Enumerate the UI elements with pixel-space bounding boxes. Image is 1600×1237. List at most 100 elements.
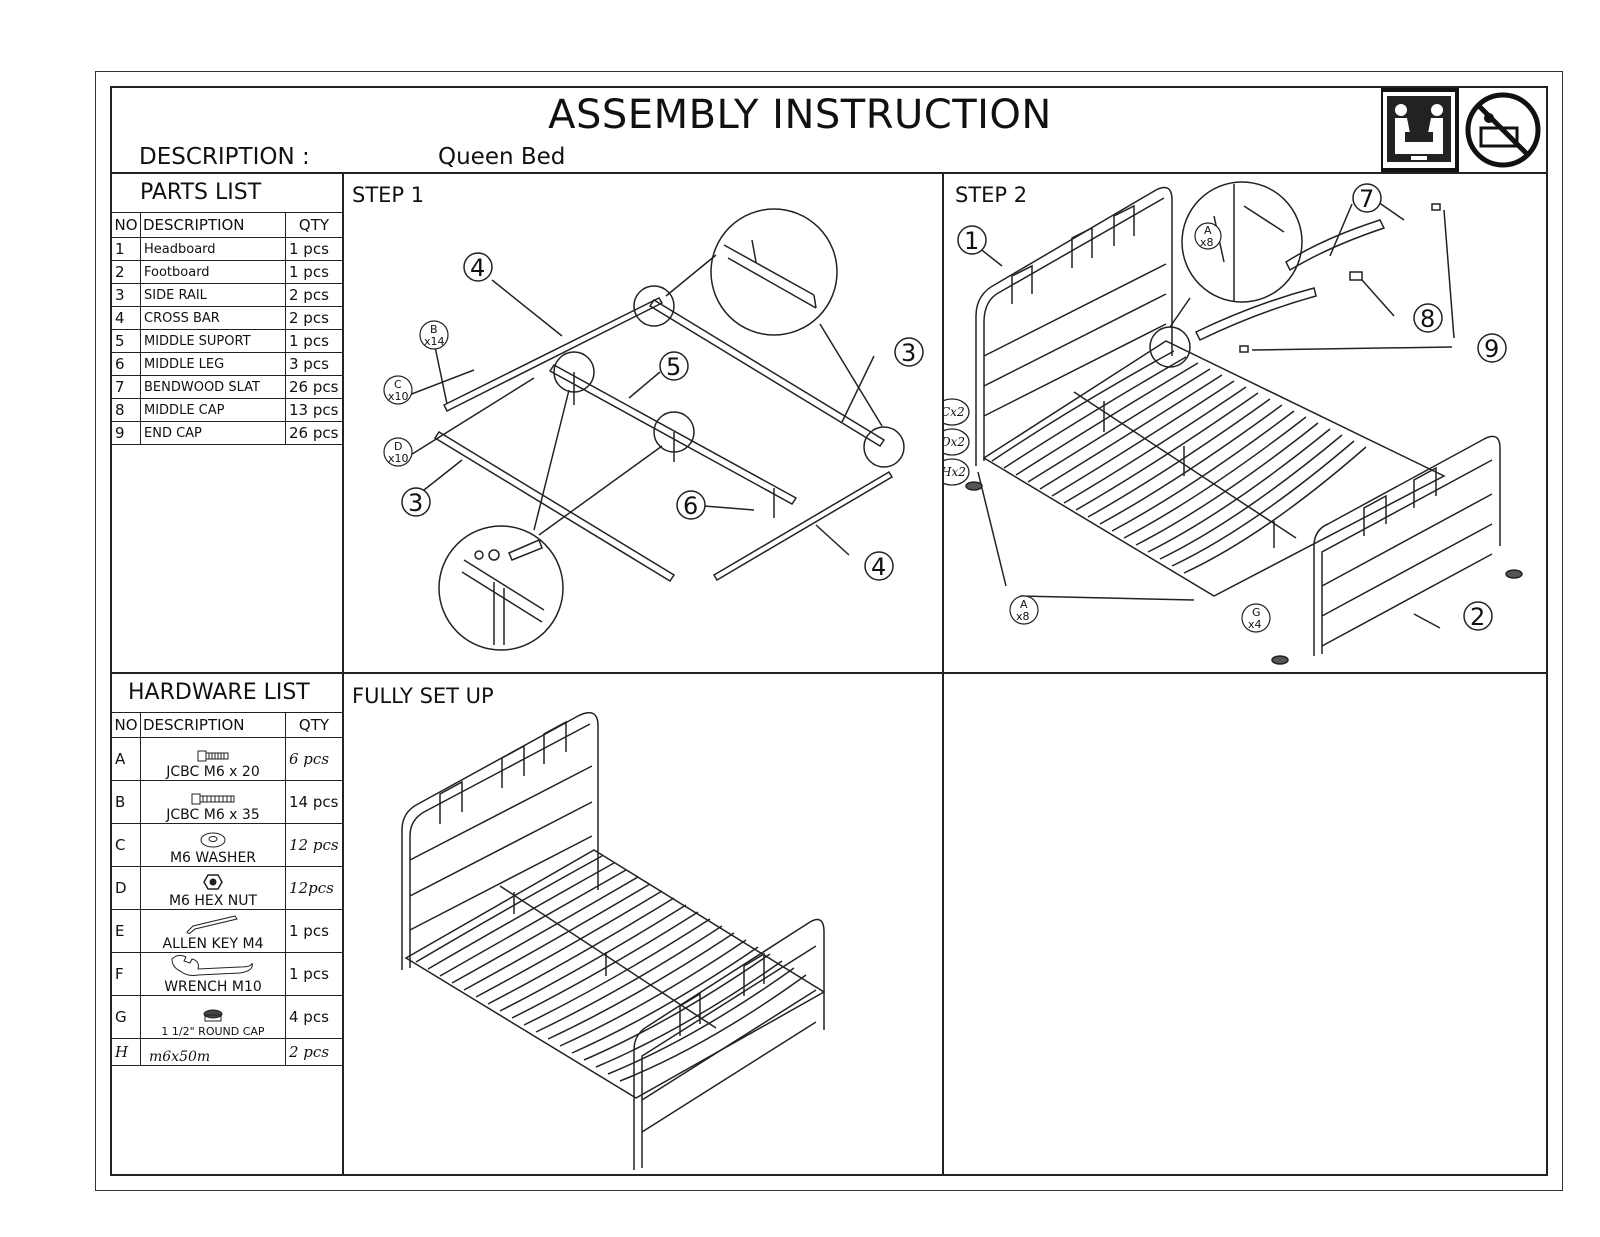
side-rail-right [648,298,886,448]
callout-number: 9 [1484,335,1499,363]
hardware-no: F [111,952,141,996]
table-row: A JCBC M6 x 20 6 pcs [111,737,343,781]
part-qty: 2 pcs [285,283,343,307]
callout-number: 5 [666,353,681,381]
column-header: NO [111,212,141,238]
hardware-qty: 6 pcs [285,737,343,781]
column-header: QTY [285,712,343,738]
instruction-frame [110,86,1548,1176]
handwritten-badge: Hx2 [944,465,966,479]
badge-letter: C [394,378,402,391]
footboard-frame [633,918,825,1170]
callout-number: 4 [871,553,886,581]
hardware-desc-cell: JCBC M6 x 20 [140,737,286,781]
part-qty: 13 pcs [285,398,343,422]
table-row: C M6 WASHER 12 pcs [111,823,343,867]
hardware-qty: 4 pcs [285,995,343,1039]
step1-label: STEP 1 [352,183,425,207]
slat-part [1285,219,1386,272]
cross-bar-top [442,297,664,413]
part-no: 7 [111,375,141,399]
hardware-desc-cell: WRENCH M10 [140,952,286,996]
round-cap-icon [203,1009,223,1022]
badge-count: x10 [388,452,409,465]
part-qty: 1 pcs [285,329,343,353]
hardware-desc: m6x50m [149,1049,211,1065]
hardware-qty: 2 pcs [285,1038,343,1066]
part-qty: 3 pcs [285,352,343,376]
hardware-no: A [111,737,141,781]
hardware-desc: JCBC M6 x 20 [166,764,260,780]
hardware-no: D [111,866,141,910]
table-header-row: NO DESCRIPTION QTY [111,712,343,738]
badge-count: x10 [388,390,409,403]
step2-label: STEP 2 [955,183,1028,207]
part-qty: 1 pcs [285,237,343,261]
part-no: 1 [111,237,141,261]
part-desc: SIDE RAIL [140,283,286,307]
fully-set-up-label: FULLY SET UP [352,684,494,708]
part-no: 5 [111,329,141,353]
table-row: E ALLEN KEY M4 1 pcs [111,909,343,953]
table-row: G 1 1/2" ROUND CAP 4 pcs [111,995,343,1039]
panel-divider [942,172,944,1176]
step1-diagram: 4 3 5 3 6 4 B x14 C x10 D x10 [383,208,924,651]
part-desc: END CAP [140,421,286,445]
part-qty: 26 pcs [285,375,343,399]
part-desc: Headboard [140,237,286,261]
bolt-icon [191,793,235,805]
hardware-no: E [111,909,141,953]
safety-icons [1381,88,1541,172]
part-desc: MIDDLE LEG [140,352,286,376]
detail-circle [438,525,564,651]
hardware-qty: 12pcs [285,866,343,910]
hardware-no: H [111,1038,141,1066]
part-desc: CROSS BAR [140,306,286,330]
table-header-row: NO DESCRIPTION QTY [111,212,343,238]
hardware-desc: ALLEN KEY M4 [162,936,264,952]
hardware-qty: 12 pcs [285,823,343,867]
description-label: DESCRIPTION : [139,144,310,170]
part-no: 3 [111,283,141,307]
badge-count: x14 [424,335,445,348]
hardware-no: B [111,780,141,824]
column-header: NO [111,712,141,738]
sidebar-divider [342,172,344,1176]
allen-key-icon [186,915,238,934]
part-desc: BENDWOOD SLAT [140,375,286,399]
part-desc: MIDDLE SUPORT [140,329,286,353]
part-no: 8 [111,398,141,422]
hardware-list-heading: HARDWARE LIST [128,680,310,705]
part-desc: MIDDLE CAP [140,398,286,422]
table-row: B JCBC M6 x 35 14 pcs [111,780,343,824]
cross-bar-bottom [712,470,894,582]
hardware-desc-cell: JCBC M6 x 35 [140,780,286,824]
part-no: 6 [111,352,141,376]
part-qty: 26 pcs [285,421,343,445]
part-no: 9 [111,421,141,445]
side-rail-left [433,430,676,583]
detail-circle [710,208,838,336]
hardware-no: C [111,823,141,867]
headboard-frame [401,711,599,970]
badge-letter: D [394,440,402,453]
detail-circle [1181,181,1303,303]
part-no: 2 [111,260,141,284]
hardware-desc: M6 HEX NUT [168,893,258,909]
description-value: Queen Bed [438,144,566,170]
slat-bed [982,340,1446,597]
hardware-list-table: NO DESCRIPTION QTY A JCBC M6 x 20 6 pcs … [111,712,343,1066]
slat-part [1194,287,1317,341]
hardware-desc-cell: M6 HEX NUT [140,866,286,910]
hardware-desc-cell: m6x50m [140,1038,286,1066]
callout-number: 6 [683,492,698,520]
badge-letter: B [430,323,438,336]
washer-icon [200,832,226,848]
headboard-frame [975,186,1173,466]
hardware-desc-cell: M6 WASHER [140,823,286,867]
